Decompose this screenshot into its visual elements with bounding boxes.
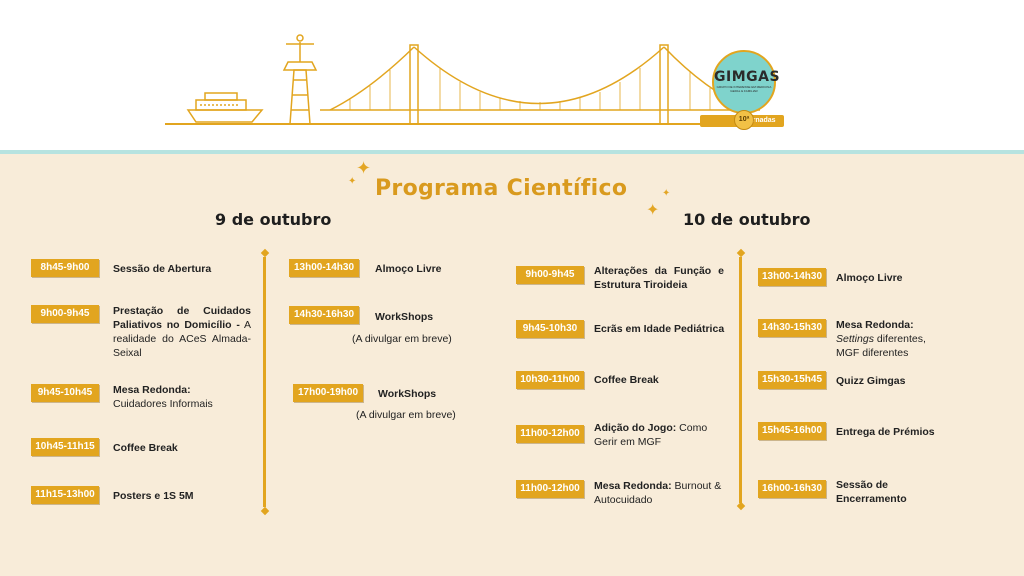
cristo-rei-monument-icon — [282, 34, 318, 125]
medal-number: 10ª — [738, 116, 750, 123]
event-title: Ecrãs em Idade Pediátrica — [594, 323, 725, 335]
sparkle-icon: ✦ — [348, 176, 357, 187]
event-title: Sessão de Encerramento — [836, 479, 907, 505]
time-badge: 9h00-9h45 — [31, 305, 99, 323]
sparkle-icon: ✦ — [662, 188, 671, 199]
logo-subtitle: GRUPO DE INTERESSE EM MEDICINA GERAL E F… — [716, 85, 772, 93]
event-title: Almoço Livre — [375, 263, 442, 275]
event-title: Coffee Break — [113, 442, 178, 454]
event-title: Adição do Jogo: Como Gerir em MGF — [594, 422, 708, 448]
event-title: Prestação de Cuidados Paliativos no Domi… — [113, 305, 252, 359]
page-title: Programa Científico — [375, 176, 628, 201]
ship-icon — [186, 92, 264, 123]
day1-divider — [263, 257, 266, 507]
ribbon-label: Jornadas — [744, 117, 776, 124]
time-badge: 11h15-13h00 — [31, 486, 99, 504]
time-badge: 9h45-10h30 — [516, 320, 584, 338]
event-title: Posters e 1S 5M — [113, 490, 194, 502]
gimgas-logo: GIMGAS GRUPO DE INTERESSE EM MEDICINA GE… — [712, 50, 781, 114]
event-title: Mesa Redonda:Cuidadores Informais — [113, 384, 213, 410]
event-title: Mesa Redonda: Burnout & Autocuidado — [594, 480, 722, 506]
program-panel — [0, 150, 1024, 576]
sparkle-icon: ✦ — [356, 158, 372, 178]
event-title: Coffee Break — [594, 374, 659, 386]
logo-text: GIMGAS — [714, 69, 781, 85]
time-badge: 8h45-9h00 — [31, 259, 99, 277]
day1-heading: 9 de outubro — [215, 210, 332, 229]
time-badge: 15h45-16h00 — [758, 422, 826, 440]
event-title: Quizz Gimgas — [836, 375, 906, 387]
time-badge: 15h30-15h45 — [758, 371, 826, 389]
header-banner: GIMGAS GRUPO DE INTERESSE EM MEDICINA GE… — [0, 0, 1024, 150]
time-badge: 9h00-9h45 — [516, 266, 584, 284]
event-title: WorkShops — [375, 311, 434, 323]
time-badge: 11h00-12h00 — [516, 425, 584, 443]
time-badge: 14h30-16h30 — [289, 306, 359, 324]
event-title: WorkShops — [378, 388, 437, 400]
time-badge: 10h30-11h00 — [516, 371, 584, 389]
time-badge: 16h00-16h30 — [758, 480, 826, 498]
event-title: Almoço Livre — [836, 272, 903, 284]
day2-divider — [739, 257, 742, 503]
time-badge: 17h00-19h00 — [293, 384, 363, 402]
time-badge: 11h00-12h00 — [516, 480, 584, 498]
event-note: (A divulgar em breve) — [356, 409, 456, 421]
lisbon-skyline-illustration — [165, 34, 780, 125]
time-badge: 14h30-15h30 — [758, 319, 826, 337]
event-title: Mesa Redonda:Settings diferentes, MGF di… — [836, 319, 926, 359]
event-title: Alterações da Função e Estrutura Tiroide… — [594, 265, 724, 291]
time-badge: 13h00-14h30 — [758, 268, 826, 286]
sparkle-icon: ✦ — [646, 202, 660, 219]
time-badge: 13h00-14h30 — [289, 259, 359, 277]
anniversary-medal: 10ª — [734, 110, 754, 130]
event-title: Entrega de Prémios — [836, 426, 935, 438]
event-note: (A divulgar em breve) — [352, 333, 452, 345]
time-badge: 10h45-11h15 — [31, 438, 99, 456]
day2-heading: 10 de outubro — [683, 210, 811, 229]
time-badge: 9h45-10h45 — [31, 384, 99, 402]
bridge-icon — [320, 44, 760, 125]
event-title: Sessão de Abertura — [113, 263, 212, 275]
